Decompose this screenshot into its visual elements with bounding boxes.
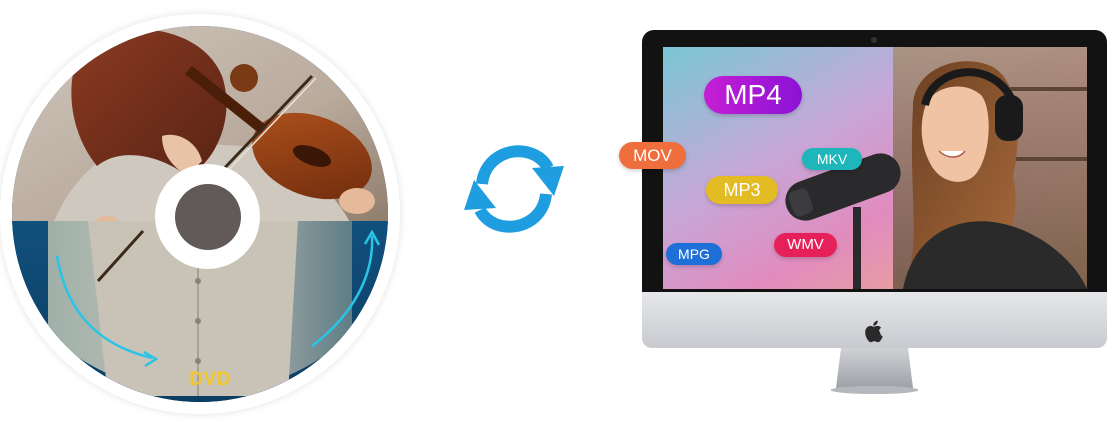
- dvd-disc: DVD: [0, 14, 400, 414]
- disc-center-hole: [175, 184, 241, 250]
- imac-computer: [642, 30, 1107, 405]
- dvd-label: DVD: [189, 369, 231, 390]
- format-badge-mpg: MPG: [666, 243, 722, 265]
- violinist-photo: [12, 26, 388, 279]
- format-badge-mp4: MP4: [704, 76, 802, 114]
- format-badge-wmv: WMV: [774, 233, 837, 257]
- camera-dot: [871, 37, 877, 43]
- format-badge-mov: MOV: [619, 142, 686, 169]
- imac-stand: [830, 348, 919, 394]
- sync-icon: [464, 145, 564, 233]
- podcaster-photo: [663, 47, 1087, 289]
- apple-icon: [865, 320, 883, 343]
- format-badge-mp3: MP3: [706, 176, 778, 204]
- format-badge-mkv: MKV: [802, 148, 862, 170]
